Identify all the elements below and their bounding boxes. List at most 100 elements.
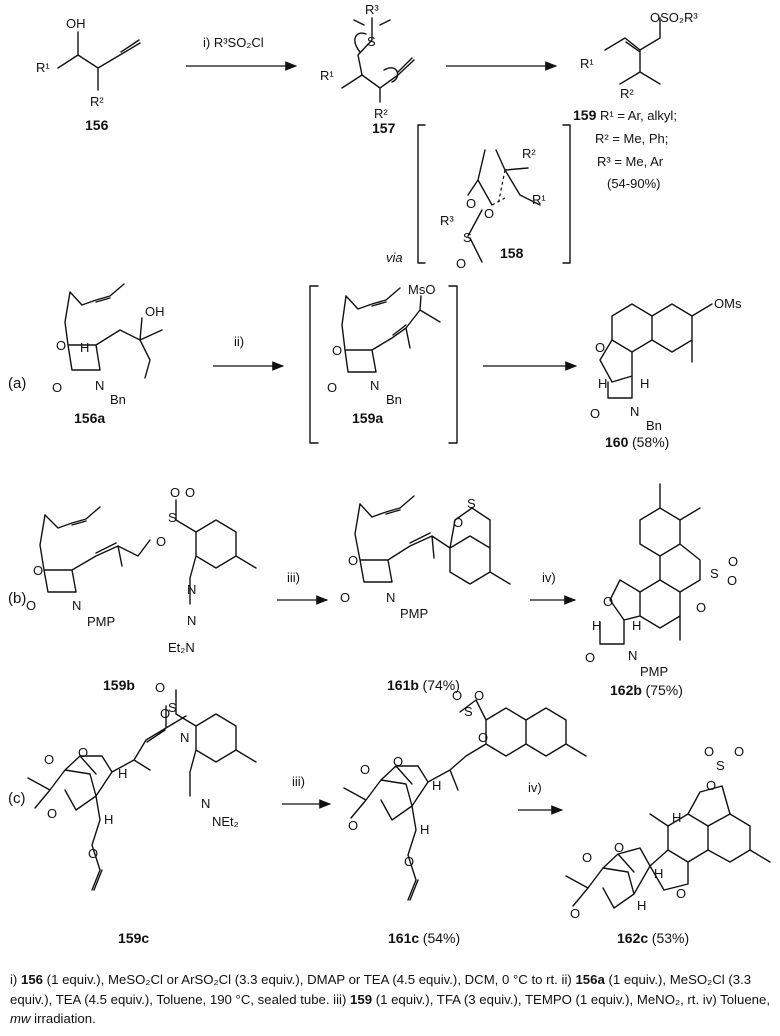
atom-oms: OMs: [714, 296, 742, 311]
structure-159: R¹ R² OSO₂R³: [580, 10, 698, 101]
atom-o: O: [706, 778, 716, 793]
atom-o: O: [676, 886, 686, 901]
scope-159-line1: 159 R¹ = Ar, alkyl;: [573, 107, 677, 123]
structure-162b: O S O O O H H O N PMP: [585, 483, 738, 679]
atom-r1: R¹: [580, 56, 594, 71]
atom-o: O: [452, 688, 462, 703]
atom-s: S: [710, 566, 719, 581]
structure-156: OH R¹ R²: [36, 16, 141, 109]
atom-h: H: [672, 810, 681, 825]
atom-o: O: [44, 752, 54, 767]
label-162c-line: 162c (53%): [617, 930, 689, 946]
compound-159-label: 159: [573, 107, 597, 123]
atom-o: O: [603, 594, 613, 609]
atom-o: O: [614, 840, 624, 855]
part-label-c: (c): [8, 790, 26, 807]
atom-o: O: [466, 196, 476, 211]
cond-i-text: (1 equiv.), MeSO₂Cl or ArSO₂Cl (3.3 equi…: [43, 972, 576, 987]
scope-159-line2: R² = Me, Ph;: [595, 131, 668, 146]
compound-161c-label: 161c: [388, 930, 419, 946]
atom-o: O: [582, 850, 592, 865]
reagent-iv-c: iv): [528, 780, 542, 795]
scope-159-text1: R¹ = Ar, alkyl;: [600, 108, 677, 123]
atom-oh: OH: [145, 304, 165, 319]
structure-162c: O O O H H H O O S O O: [565, 744, 771, 921]
atom-h: H: [640, 376, 649, 391]
compound-158-label: 158: [500, 245, 524, 261]
atom-o: O: [348, 553, 358, 568]
atom-o: O: [728, 554, 738, 569]
yield-161c: (54%): [423, 930, 460, 946]
atom-o: O: [456, 256, 466, 271]
atom-o: O: [393, 754, 403, 769]
structure-159c: O O O H H O O S O N N NEt₂: [27, 680, 257, 891]
atom-o: O: [155, 680, 165, 695]
atom-n: N: [187, 582, 196, 597]
compound-159a-label: 159a: [352, 410, 383, 426]
compound-161b-label: 161b: [387, 677, 419, 693]
atom-h: H: [632, 618, 641, 633]
atom-net2: NEt₂: [212, 814, 239, 829]
bracket-right: [448, 285, 458, 444]
atom-h: H: [80, 340, 89, 355]
atom-o: O: [160, 706, 170, 721]
atom-h: H: [637, 898, 646, 913]
atom-o: O: [696, 600, 706, 615]
atom-o: O: [478, 730, 488, 745]
atom-h: H: [432, 778, 441, 793]
atom-n: N: [370, 378, 379, 393]
bracket-right: [562, 124, 571, 264]
via-label: via: [386, 250, 403, 265]
compound-160-label: 160: [605, 434, 629, 450]
atom-o: O: [78, 745, 88, 760]
structure-161b: O O S O N PMP: [340, 495, 511, 621]
atom-n: N: [95, 378, 104, 393]
atom-o: O: [340, 590, 350, 605]
cond-iii-compound: 159: [350, 991, 373, 1007]
yield-161b: (74%): [423, 677, 460, 693]
atom-h: H: [598, 376, 607, 391]
cond-iii-text: (1 equiv.), TFA (3 equiv.), TEMPO (1 equ…: [372, 991, 770, 1007]
structure-159b: O O S O O N N Et₂N O N PMP: [26, 485, 257, 655]
atom-s: S: [168, 510, 177, 525]
label-162b-line: 162b (75%): [610, 682, 683, 698]
atom-s: S: [467, 496, 476, 511]
atom-o: O: [484, 206, 494, 221]
atom-s: S: [367, 34, 376, 49]
atom-r1: R¹: [36, 60, 50, 75]
atom-o: O: [88, 846, 98, 861]
structure-161c: O O O H H O O S O O: [343, 688, 587, 901]
atom-bn: Bn: [386, 392, 402, 407]
atom-o: O: [156, 534, 166, 549]
cond-iv-mw: mw: [10, 1011, 31, 1026]
label-161b-line: 161b (74%): [387, 677, 460, 693]
compound-159c-label: 159c: [118, 930, 149, 946]
atom-o: O: [56, 338, 66, 353]
compound-157-label: 157: [372, 120, 396, 136]
compound-156-label: 156: [85, 117, 109, 133]
atom-o: O: [570, 906, 580, 921]
atom-s: S: [464, 704, 473, 719]
label-160-line: 160 (58%): [605, 434, 669, 450]
cond-ii-text: (1 equiv.), MeSO₂Cl (3.3 equiv.), TEA (4…: [10, 972, 752, 1007]
yield-162c: (53%): [652, 930, 689, 946]
atom-s: S: [716, 758, 725, 773]
atom-h: H: [592, 618, 601, 633]
structure-157: R³ S R¹ R²: [320, 2, 415, 121]
atom-r2: R²: [90, 94, 104, 109]
atom-r1: R¹: [320, 68, 334, 83]
atom-oso2r3: OSO₂R³: [650, 10, 698, 25]
atom-et2n: Et₂N: [168, 640, 195, 655]
compound-156a-label: 156a: [74, 410, 105, 426]
atom-n: N: [630, 404, 639, 419]
cond-i-lead: i): [10, 972, 21, 987]
atom-h: H: [104, 812, 113, 827]
atom-h: H: [654, 866, 663, 881]
atom-o: O: [404, 854, 414, 869]
atom-n: N: [386, 590, 395, 605]
scope-159-line4: (54-90%): [607, 176, 660, 191]
atom-n: N: [628, 648, 637, 663]
compound-159b-label: 159b: [103, 677, 135, 693]
atom-r2: R²: [620, 86, 634, 101]
cond-ii-compound: 156a: [575, 972, 605, 987]
